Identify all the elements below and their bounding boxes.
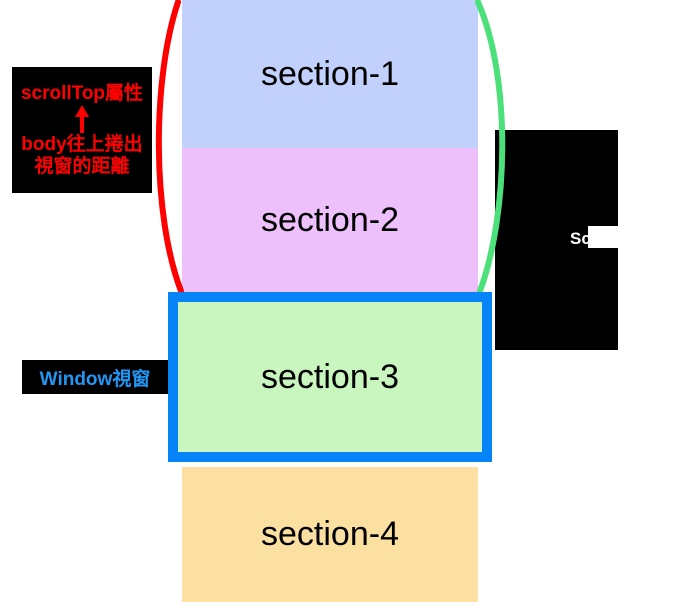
section-2-label: section-2 <box>261 200 399 239</box>
section-4-label: section-4 <box>261 515 399 553</box>
section-3-viewport-box: section-3 <box>168 292 492 462</box>
up-arrow-icon <box>75 105 89 134</box>
scrolltop-title: scrollTop屬性 <box>20 83 144 105</box>
scroll-panel-occluder <box>588 226 666 248</box>
window-annotation: Window視窗 <box>22 360 168 394</box>
section-1-block: section-1 <box>182 0 478 148</box>
scrolltop-line-2: 視窗的距離 <box>34 155 130 177</box>
section-4-block: section-4 <box>182 467 478 602</box>
left-red-arc <box>155 0 184 294</box>
section-3-label-wrap: section-3 <box>178 302 482 452</box>
scrolltop-line-1: body往上捲出 <box>21 134 143 156</box>
window-annotation-label: Window視窗 <box>39 368 151 390</box>
section-1-label: section-1 <box>261 54 399 93</box>
scrolltop-annotation: scrollTop屬性 body往上捲出 視窗的距離 <box>12 67 152 193</box>
section-3-label: section-3 <box>261 357 399 396</box>
section-2-block: section-2 <box>182 148 478 292</box>
